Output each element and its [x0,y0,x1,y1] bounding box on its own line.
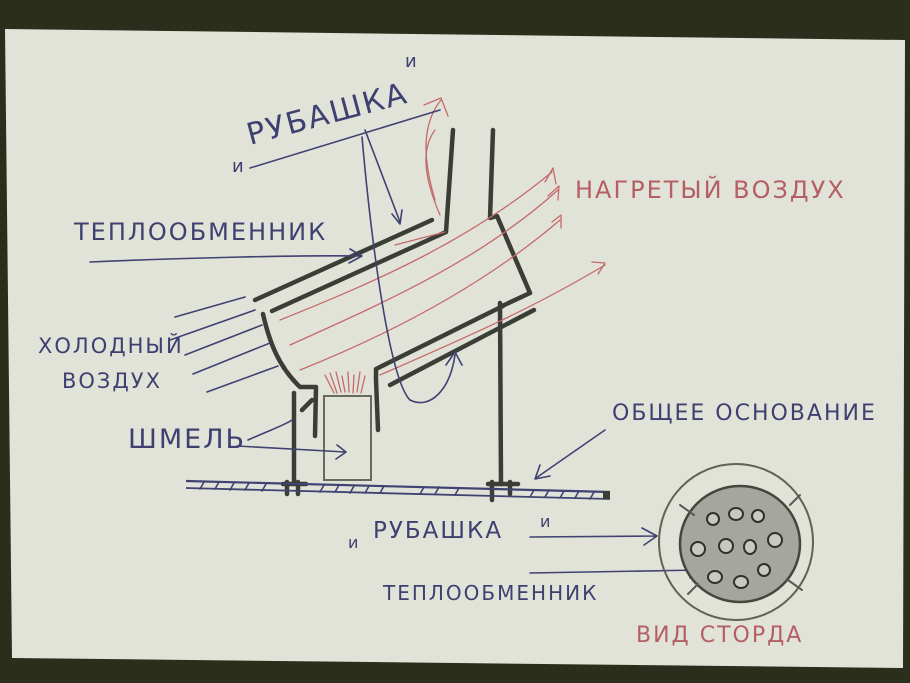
label-cold-air-line1: ХОЛОДНЫЙ [38,333,184,358]
label-jacket-bottom-quote-left: и [348,533,360,552]
label-jacket-top-quote-left: и [232,156,246,177]
heated-air-flow [279,97,606,376]
leader-lines [89,109,702,579]
label-jacket-top-quote-right: и [405,51,419,72]
burner-box [323,395,372,481]
paper-sheet [5,29,905,668]
end-view-holes [690,507,783,589]
label-jacket-bottom: РУБАШКА [373,518,503,544]
cold-air-flow [169,296,279,393]
label-bumblebee-burner: ШМЕЛЬ [128,424,246,455]
label-heat-exchanger-bottom: ТЕПЛООБМЕННИК [382,581,598,605]
label-end-view: ВИД СТОРДА [636,623,803,648]
flame-icon [324,371,366,394]
label-heated-air: НАГРЕТЫЙ ВОЗДУХ [575,175,846,204]
label-common-base: ОБЩЕЕ ОСНОВАНИЕ [612,401,877,426]
label-jacket-bottom-quote-right: и [540,512,552,531]
label-cold-air-line2: ВОЗДУХ [62,369,162,393]
exhaust-loop [361,136,463,404]
label-heat-exchanger-left: ТЕПЛООБМЕННИК [73,218,327,246]
common-base [185,479,611,500]
end-view-section [658,463,814,621]
